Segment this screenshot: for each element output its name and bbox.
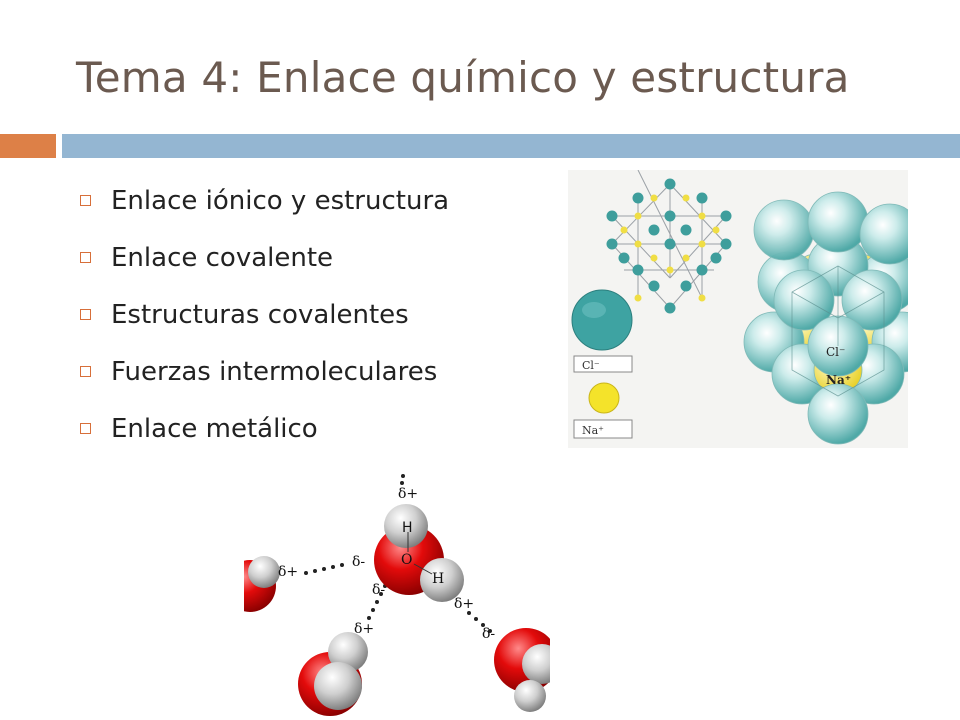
charge-label: δ- xyxy=(352,554,365,570)
bullet-item: Enlace iónico y estructura xyxy=(76,172,556,229)
square-bullet-icon xyxy=(80,309,91,320)
bullet-label: Enlace covalente xyxy=(111,242,334,273)
bullet-item: Enlace metálico xyxy=(76,400,556,457)
water-molecule-center xyxy=(374,504,464,602)
square-bullet-icon xyxy=(80,423,91,434)
square-bullet-icon xyxy=(80,366,91,377)
atom-label-h-right: H xyxy=(432,571,444,587)
water-hydrogen-bond-figure: H O H δ+ δ+ δ- δ- δ+ δ+ δ- xyxy=(244,474,550,716)
bullet-item: Enlace covalente xyxy=(76,229,556,286)
legend-na: Na⁺ xyxy=(573,382,633,439)
sphere-label-na: Na⁺ xyxy=(826,373,851,387)
bullet-label: Enlace iónico y estructura xyxy=(111,185,450,216)
bullet-list: Enlace iónico y estructura Enlace covale… xyxy=(76,172,556,457)
accent-bar-blue xyxy=(62,134,960,158)
charge-label: δ+ xyxy=(398,486,418,502)
bullet-item: Fuerzas intermoleculares xyxy=(76,343,556,400)
bullet-label: Fuerzas intermoleculares xyxy=(111,356,438,387)
charge-label: δ- xyxy=(372,582,385,598)
legend-cl-label: Cl⁻ xyxy=(582,359,600,372)
nacl-crystal-figure: Cl⁻ Na⁺ xyxy=(568,170,908,448)
charge-label: δ+ xyxy=(354,621,374,637)
charge-label: δ- xyxy=(482,626,495,642)
charge-label: δ+ xyxy=(278,564,298,580)
accent-bar-orange xyxy=(0,134,56,158)
bullet-label: Enlace metálico xyxy=(111,413,318,444)
square-bullet-icon xyxy=(80,252,91,263)
bullet-label: Estructuras covalentes xyxy=(111,299,409,330)
slide-title: Tema 4: Enlace químico y estructura xyxy=(76,53,850,102)
charge-label: δ+ xyxy=(454,596,474,612)
atom-label-o: O xyxy=(401,552,412,568)
unit-cell-outline xyxy=(791,265,885,397)
sphere-label-cl: Cl⁻ xyxy=(826,345,845,359)
bullet-item: Estructuras covalentes xyxy=(76,286,556,343)
legend-cl: Cl⁻ xyxy=(571,289,633,373)
water-molecule-left xyxy=(244,556,280,612)
atom-label-h-top: H xyxy=(402,520,413,536)
hydrogen-bonds xyxy=(304,474,492,633)
water-molecule-right xyxy=(494,628,550,712)
space-filling-model xyxy=(743,191,908,445)
lattice-atoms xyxy=(606,178,732,314)
legend-na-label: Na⁺ xyxy=(582,424,604,437)
water-molecule-lower-left xyxy=(298,632,368,716)
square-bullet-icon xyxy=(80,195,91,206)
